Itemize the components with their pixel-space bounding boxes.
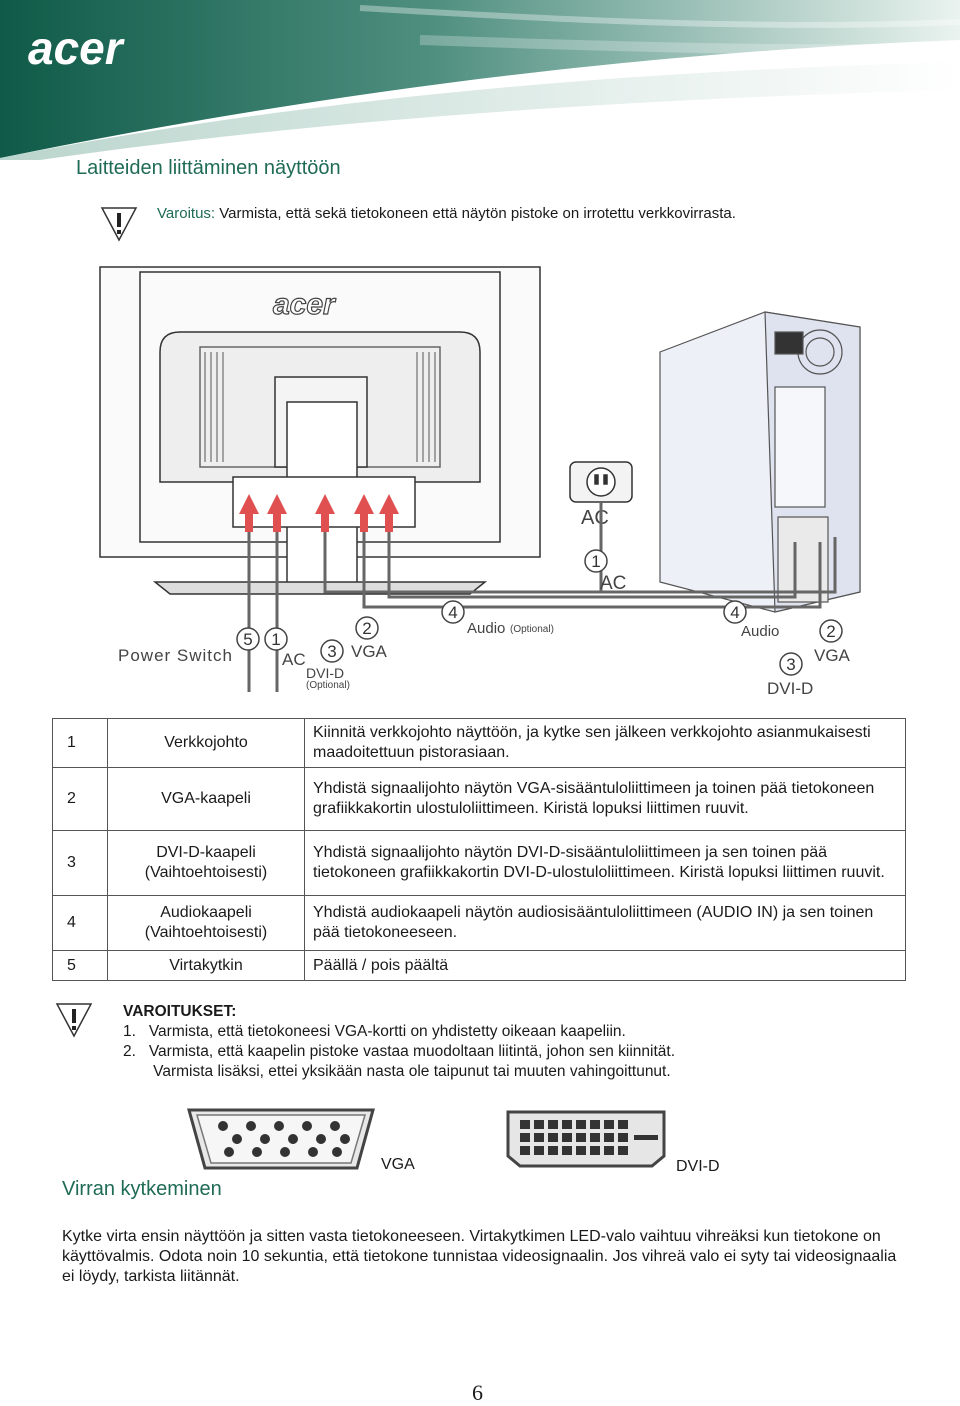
table-row: 3 DVI-D-kaapeli (Vaihtoehtoisesti) Yhdis… [52, 830, 906, 896]
row-description: Yhdistä signaalijohto näytön DVI-D-sisää… [304, 830, 906, 896]
row-name: Virtakytkin [107, 950, 305, 981]
row-number: 4 [52, 895, 108, 951]
row-name: DVI-D-kaapeli (Vaihtoehtoisesti) [107, 830, 305, 896]
table-row: 5 Virtakytkin Päällä / pois päältä [52, 950, 906, 981]
table-row: 1 Verkkojohto Kiinnitä verkkojohto näytt… [52, 718, 906, 768]
label-dvi-d: DVI-D [306, 665, 344, 681]
page-number: 6 [472, 1380, 483, 1405]
monitor-back [99, 266, 541, 595]
port-arrows [239, 494, 399, 532]
label-vga-pc: VGA [814, 646, 851, 665]
row-name: Verkkojohto [107, 718, 305, 768]
label-optional: (Optional) [306, 680, 350, 691]
warnings-title: VAROITUKSET: [123, 1003, 237, 1020]
row-description: Yhdistä audiokaapeli näytön audiosisäänt… [304, 895, 906, 951]
power-instructions: Kytke virta ensin näyttöön ja sitten vas… [62, 1228, 897, 1285]
label-vga: VGA [351, 642, 388, 661]
label-audio-optional: (Optional) [510, 624, 554, 635]
connection-diagram: acer AC 5 [99, 266, 861, 698]
callout-1: 1 [271, 630, 280, 649]
monitor-logo: acer [273, 288, 337, 321]
callout-3b: 3 [786, 655, 795, 674]
warning-icon [100, 207, 138, 242]
row-description: Kiinnitä verkkojohto näyttöön, ja kytke … [304, 718, 906, 768]
label-ac-pc: AC [600, 573, 626, 594]
vga-connector-image [187, 1108, 375, 1170]
row-number: 2 [52, 767, 108, 831]
section-title: Laitteiden liittäminen näyttöön [76, 157, 341, 179]
row-name: VGA-kaapeli [107, 767, 305, 831]
warning-text: Varmista, että sekä tietokoneen että näy… [215, 205, 736, 222]
row-description: Yhdistä signaalijohto näytön VGA-sisäänt… [304, 767, 906, 831]
table-row: 4 Audiokaapeli (Vaihtoehtoisesti) Yhdist… [52, 895, 906, 951]
warning-item: Varmista lisäksi, ettei yksikään nasta o… [123, 1063, 671, 1080]
row-number: 1 [52, 718, 108, 768]
outlet-label: AC [581, 507, 609, 529]
brand-logo: acer [28, 22, 125, 74]
vga-label: VGA [381, 1156, 415, 1173]
callout-3: 3 [327, 642, 336, 661]
callout-2b: 2 [826, 622, 835, 641]
callout-numbers [236, 549, 843, 676]
warnings-block: VAROITUKSET: 1. Varmista, että tietokone… [123, 1002, 675, 1082]
header-banner: acer [0, 0, 960, 160]
label-audio-pc: Audio [741, 623, 779, 640]
row-name: Audiokaapeli (Vaihtoehtoisesti) [107, 895, 305, 951]
label-power-switch: Power Switch [118, 646, 233, 665]
callout-5: 5 [243, 630, 252, 649]
callout-2: 2 [362, 619, 371, 638]
warning-label: Varoitus: [157, 205, 216, 222]
callout-4b: 4 [730, 603, 739, 622]
ac-outlet [569, 461, 633, 503]
label-audio: Audio [467, 620, 505, 637]
warning-line: Varoitus: Varmista, että sekä tietokonee… [157, 205, 736, 222]
callout-4: 4 [448, 603, 457, 622]
dvi-connector-image [506, 1110, 666, 1168]
label-ac: AC [282, 650, 306, 669]
connection-table: 1 Verkkojohto Kiinnitä verkkojohto näytt… [52, 718, 906, 981]
row-description: Päällä / pois päältä [304, 950, 906, 981]
warning-item: 1. Varmista, että tietokoneesi VGA-kortt… [123, 1023, 626, 1040]
warning-item: 2. Varmista, että kaapelin pistoke vasta… [123, 1043, 675, 1060]
power-section-title: Virran kytkeminen [62, 1178, 222, 1200]
table-row: 2 VGA-kaapeli Yhdistä signaalijohto näyt… [52, 767, 906, 831]
row-number: 5 [52, 950, 108, 981]
dvi-label: DVI-D [676, 1158, 720, 1175]
cables [247, 502, 837, 692]
pc-tower [659, 311, 861, 613]
warning-icon [55, 1003, 93, 1038]
callout-1b: 1 [591, 552, 600, 571]
label-dvi-d-pc: DVI-D [767, 679, 813, 698]
row-number: 3 [52, 830, 108, 896]
